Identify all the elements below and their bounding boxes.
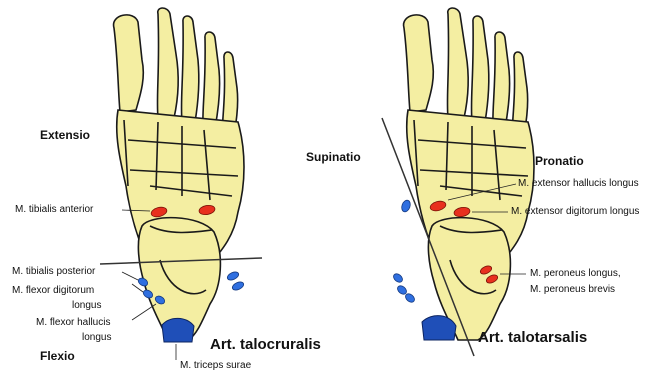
pronatio-label: Pronatio bbox=[535, 155, 584, 167]
flexor-hallucis-label-1: M. flexor hallucis bbox=[36, 318, 110, 328]
peroneus-tendon-left-a bbox=[226, 270, 240, 281]
talotarsalis-label: Art. talotarsalis bbox=[478, 330, 587, 345]
peroneus-brevis-label: M. peroneus brevis bbox=[530, 285, 615, 295]
ext-hallucis-label: M. extensor hallucis longus bbox=[518, 179, 639, 189]
tibialis-posterior-label: M. tibialis posterior bbox=[12, 267, 95, 277]
peroneus-longus-label: M. peroneus longus, bbox=[530, 269, 621, 279]
tibialis-anterior-label: M. tibialis anterior bbox=[15, 205, 93, 215]
extensio-label: Extensio bbox=[40, 129, 90, 141]
talocruralis-label: Art. talocruralis bbox=[210, 337, 321, 352]
blue-tendon-2 bbox=[396, 284, 408, 296]
blue-tendon-top bbox=[400, 199, 412, 213]
flexio-label: Flexio bbox=[40, 350, 75, 362]
flexor-digitorum-label-1: M. flexor digitorum bbox=[12, 286, 94, 296]
blue-tendon-1 bbox=[392, 272, 404, 284]
right-foot-bones bbox=[404, 8, 534, 340]
triceps-surae-label: M. triceps surae bbox=[180, 361, 251, 371]
left-foot bbox=[100, 8, 262, 360]
right-foot bbox=[382, 8, 534, 356]
ext-digitorum-label: M. extensor digitorum longus bbox=[511, 207, 639, 217]
peroneus-tendon-left-b bbox=[231, 280, 245, 291]
triceps-surae-insertion bbox=[162, 318, 194, 342]
blue-tendon-3 bbox=[404, 292, 416, 304]
flexor-hallucis-label-2: longus bbox=[82, 333, 111, 343]
triceps-insertion-right bbox=[422, 316, 456, 340]
left-foot-bones bbox=[114, 8, 244, 340]
supinatio-label: Supinatio bbox=[306, 151, 361, 163]
flexor-digitorum-label-2: longus bbox=[72, 301, 101, 311]
